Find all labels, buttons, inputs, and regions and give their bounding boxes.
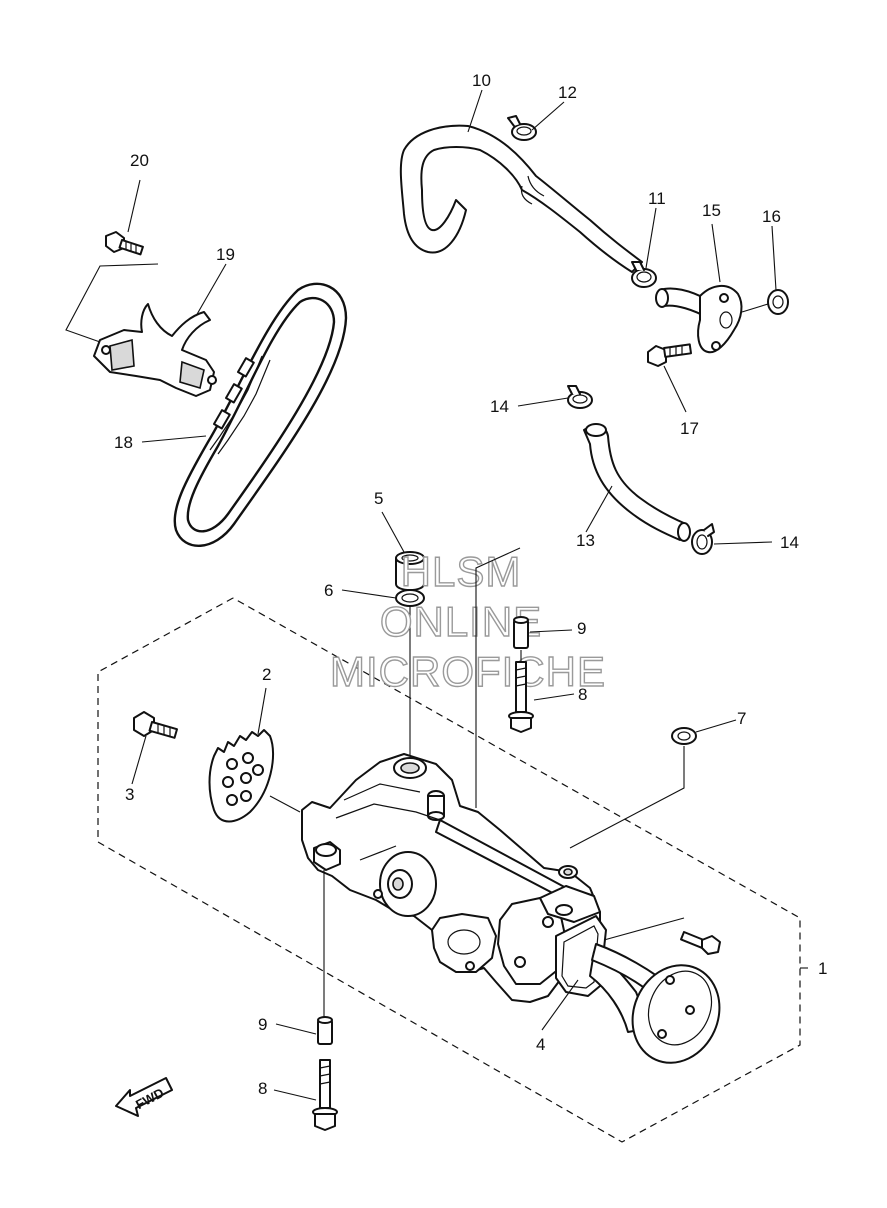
- part-15-leader: [711, 223, 721, 283]
- callout-20: 20: [130, 151, 149, 170]
- part-14-hose-clamp-upper[interactable]: [567, 385, 593, 409]
- callout-2: 2: [262, 665, 271, 684]
- part-2-axis: [269, 795, 301, 813]
- part-4-leader: [541, 979, 579, 1031]
- callout-15: 15: [702, 201, 721, 220]
- part-8-bolt-lower[interactable]: [312, 1059, 338, 1131]
- callout-1: 1: [818, 959, 827, 978]
- oil-strainer[interactable]: [589, 943, 735, 1077]
- part-15-16-link: [741, 303, 769, 313]
- part-9-dowel-pin-upper[interactable]: [513, 616, 529, 649]
- part-7-o-ring[interactable]: [671, 727, 697, 745]
- part-20-mount-line: [65, 263, 159, 343]
- part-14-lower-leader: [713, 541, 773, 545]
- callout-17: 17: [680, 419, 699, 438]
- part-9-lower-leader: [275, 1023, 317, 1035]
- fwd-label: FWD: [133, 1085, 166, 1112]
- part-6-leader: [341, 589, 397, 599]
- part-9-upper-leader: [529, 629, 573, 633]
- part-9-dowel-pin-lower[interactable]: [317, 1016, 333, 1045]
- callout-14-lower: 14: [780, 533, 799, 552]
- part-3-bolt[interactable]: [133, 711, 178, 739]
- part-12-hose-clamp[interactable]: [507, 115, 537, 141]
- watermark-line-3: MICROFICHE: [330, 648, 606, 695]
- callout-8-upper: 8: [578, 685, 587, 704]
- part-15-union-pipe[interactable]: [655, 285, 743, 354]
- part-17-bolt[interactable]: [647, 343, 692, 367]
- part-10-oil-hose[interactable]: [399, 124, 643, 273]
- part-10-leader: [467, 89, 483, 133]
- part-20-leader: [127, 179, 141, 233]
- callout-6: 6: [324, 581, 333, 600]
- part-7-leader: [695, 719, 737, 733]
- part-16-o-ring[interactable]: [767, 289, 789, 315]
- part-1-oil-pump-assembly[interactable]: [301, 753, 601, 1003]
- callout-18: 18: [114, 433, 133, 452]
- part-2-leader: [257, 687, 267, 735]
- callout-4: 4: [536, 1035, 545, 1054]
- callout-11: 11: [648, 189, 666, 208]
- part-7-axis: [569, 746, 685, 849]
- part-19-leader: [195, 263, 227, 317]
- callout-7: 7: [737, 709, 746, 728]
- part-16-leader: [771, 225, 777, 291]
- part-20-bolt[interactable]: [105, 231, 144, 256]
- part-8-lower-leader: [273, 1089, 317, 1101]
- part-11-hose-clamp[interactable]: [631, 261, 657, 288]
- callout-14-upper: 14: [490, 397, 509, 416]
- part-12-leader: [531, 101, 565, 131]
- pump-assembly-boundary: [97, 597, 808, 1143]
- strainer-bolt-link: [603, 917, 685, 941]
- part-5-leader: [381, 511, 405, 553]
- part-14-upper-leader: [517, 397, 569, 407]
- watermark-line-1: HLSM: [401, 548, 522, 595]
- callout-5: 5: [374, 489, 383, 508]
- callout-19: 19: [216, 245, 235, 264]
- callout-9-upper: 9: [577, 619, 586, 638]
- part-11-leader: [645, 207, 657, 269]
- callout-labels: 1 2 3 4 5 6 7 8 8 9 9 10 11 12 13 14 14 …: [114, 71, 827, 1098]
- part-17-leader: [663, 365, 687, 413]
- callout-12: 12: [558, 83, 577, 102]
- callout-9-lower: 9: [258, 1015, 267, 1034]
- part-13-leader: [585, 485, 613, 533]
- part-13-oil-hose[interactable]: [583, 423, 691, 542]
- part-2-sprocket[interactable]: [208, 729, 274, 823]
- callout-13: 13: [576, 531, 595, 550]
- strainer-bolt[interactable]: [680, 930, 721, 955]
- part-14-hose-clamp-lower[interactable]: [691, 523, 715, 555]
- shaft-leader: [475, 547, 521, 808]
- callout-16: 16: [762, 207, 781, 226]
- watermark: HLSM ONLINE MICROFICHE: [329, 547, 606, 695]
- part-18-timing-chain[interactable]: [173, 282, 348, 547]
- callout-8-lower: 8: [258, 1079, 267, 1098]
- part-3-leader: [131, 735, 147, 785]
- part-19-chain-guide[interactable]: [93, 303, 217, 397]
- forward-arrow-icon: FWD: [115, 1077, 173, 1117]
- part-8-upper-leader: [533, 693, 575, 701]
- callout-3: 3: [125, 785, 134, 804]
- callout-10: 10: [472, 71, 491, 90]
- part-18-leader: [141, 435, 207, 443]
